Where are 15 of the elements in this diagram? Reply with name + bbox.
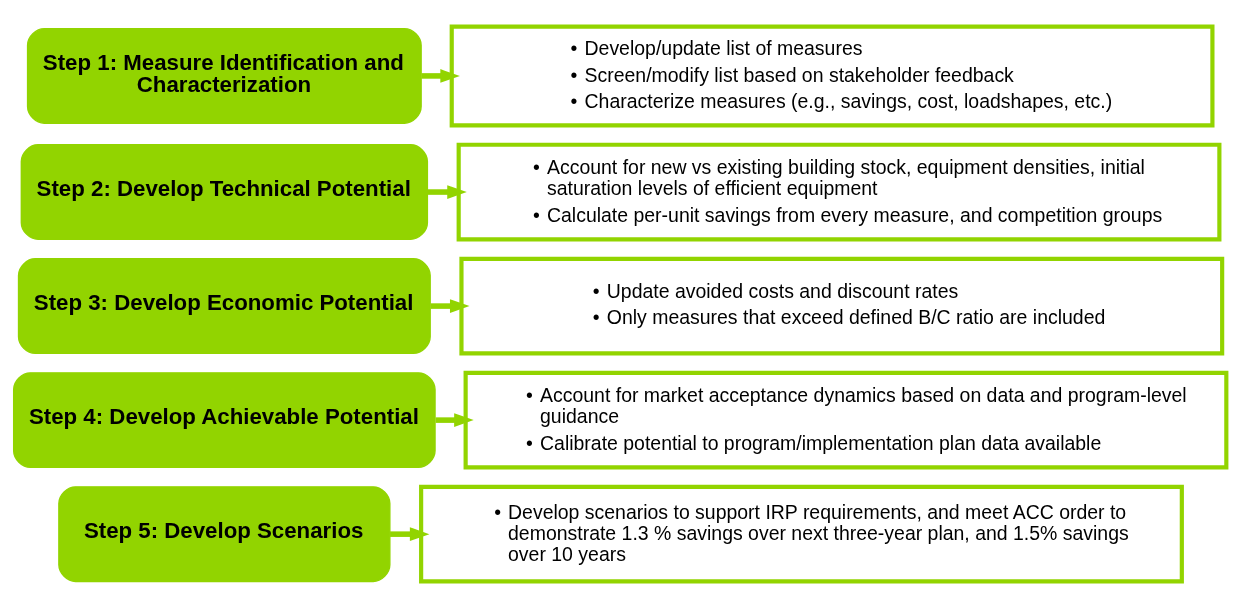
arrow	[427, 184, 467, 199]
node-box: • Update avoided costs and discount rates • Only measures that exceed defined B/C ratio are included	[459, 256, 1225, 355]
node-box: Step 2: Develop Technical Potential	[20, 143, 429, 240]
node-box: • Account for market acceptance dynamics based on data and program-level guidance • Calibrate potential to program/implementation plan data available	[463, 370, 1229, 469]
arrow	[421, 68, 460, 83]
node-box: Step 5: Develop Scenarios	[58, 485, 391, 582]
node-box: Step 1: Measure Identification and Characterization	[26, 27, 422, 124]
node-box: • Account for new vs existing building stock, equipment densities, initial saturation levels of efficient equipment • Calculate per-unit savings from every measure, and competition groups	[456, 142, 1222, 241]
node-box: • Develop scenarios to support IRP requirements, and meet ACC order to demonstrate 1.3 % savings over next three-year plan, and 1.5% savings over 10 years	[419, 484, 1184, 584]
node-box: Step 3: Develop Economic Potential	[17, 257, 431, 354]
arrow	[435, 412, 474, 427]
arrow	[430, 298, 470, 313]
node-box: Step 4: Develop Achievable Potential	[12, 371, 436, 468]
arrow	[390, 526, 430, 541]
node-box: • Develop/update list of measures • Screen/modify list based on stakeholder feedback • Characterize measures (e.g., savings, cost, loadshapes, etc.)	[449, 23, 1215, 127]
